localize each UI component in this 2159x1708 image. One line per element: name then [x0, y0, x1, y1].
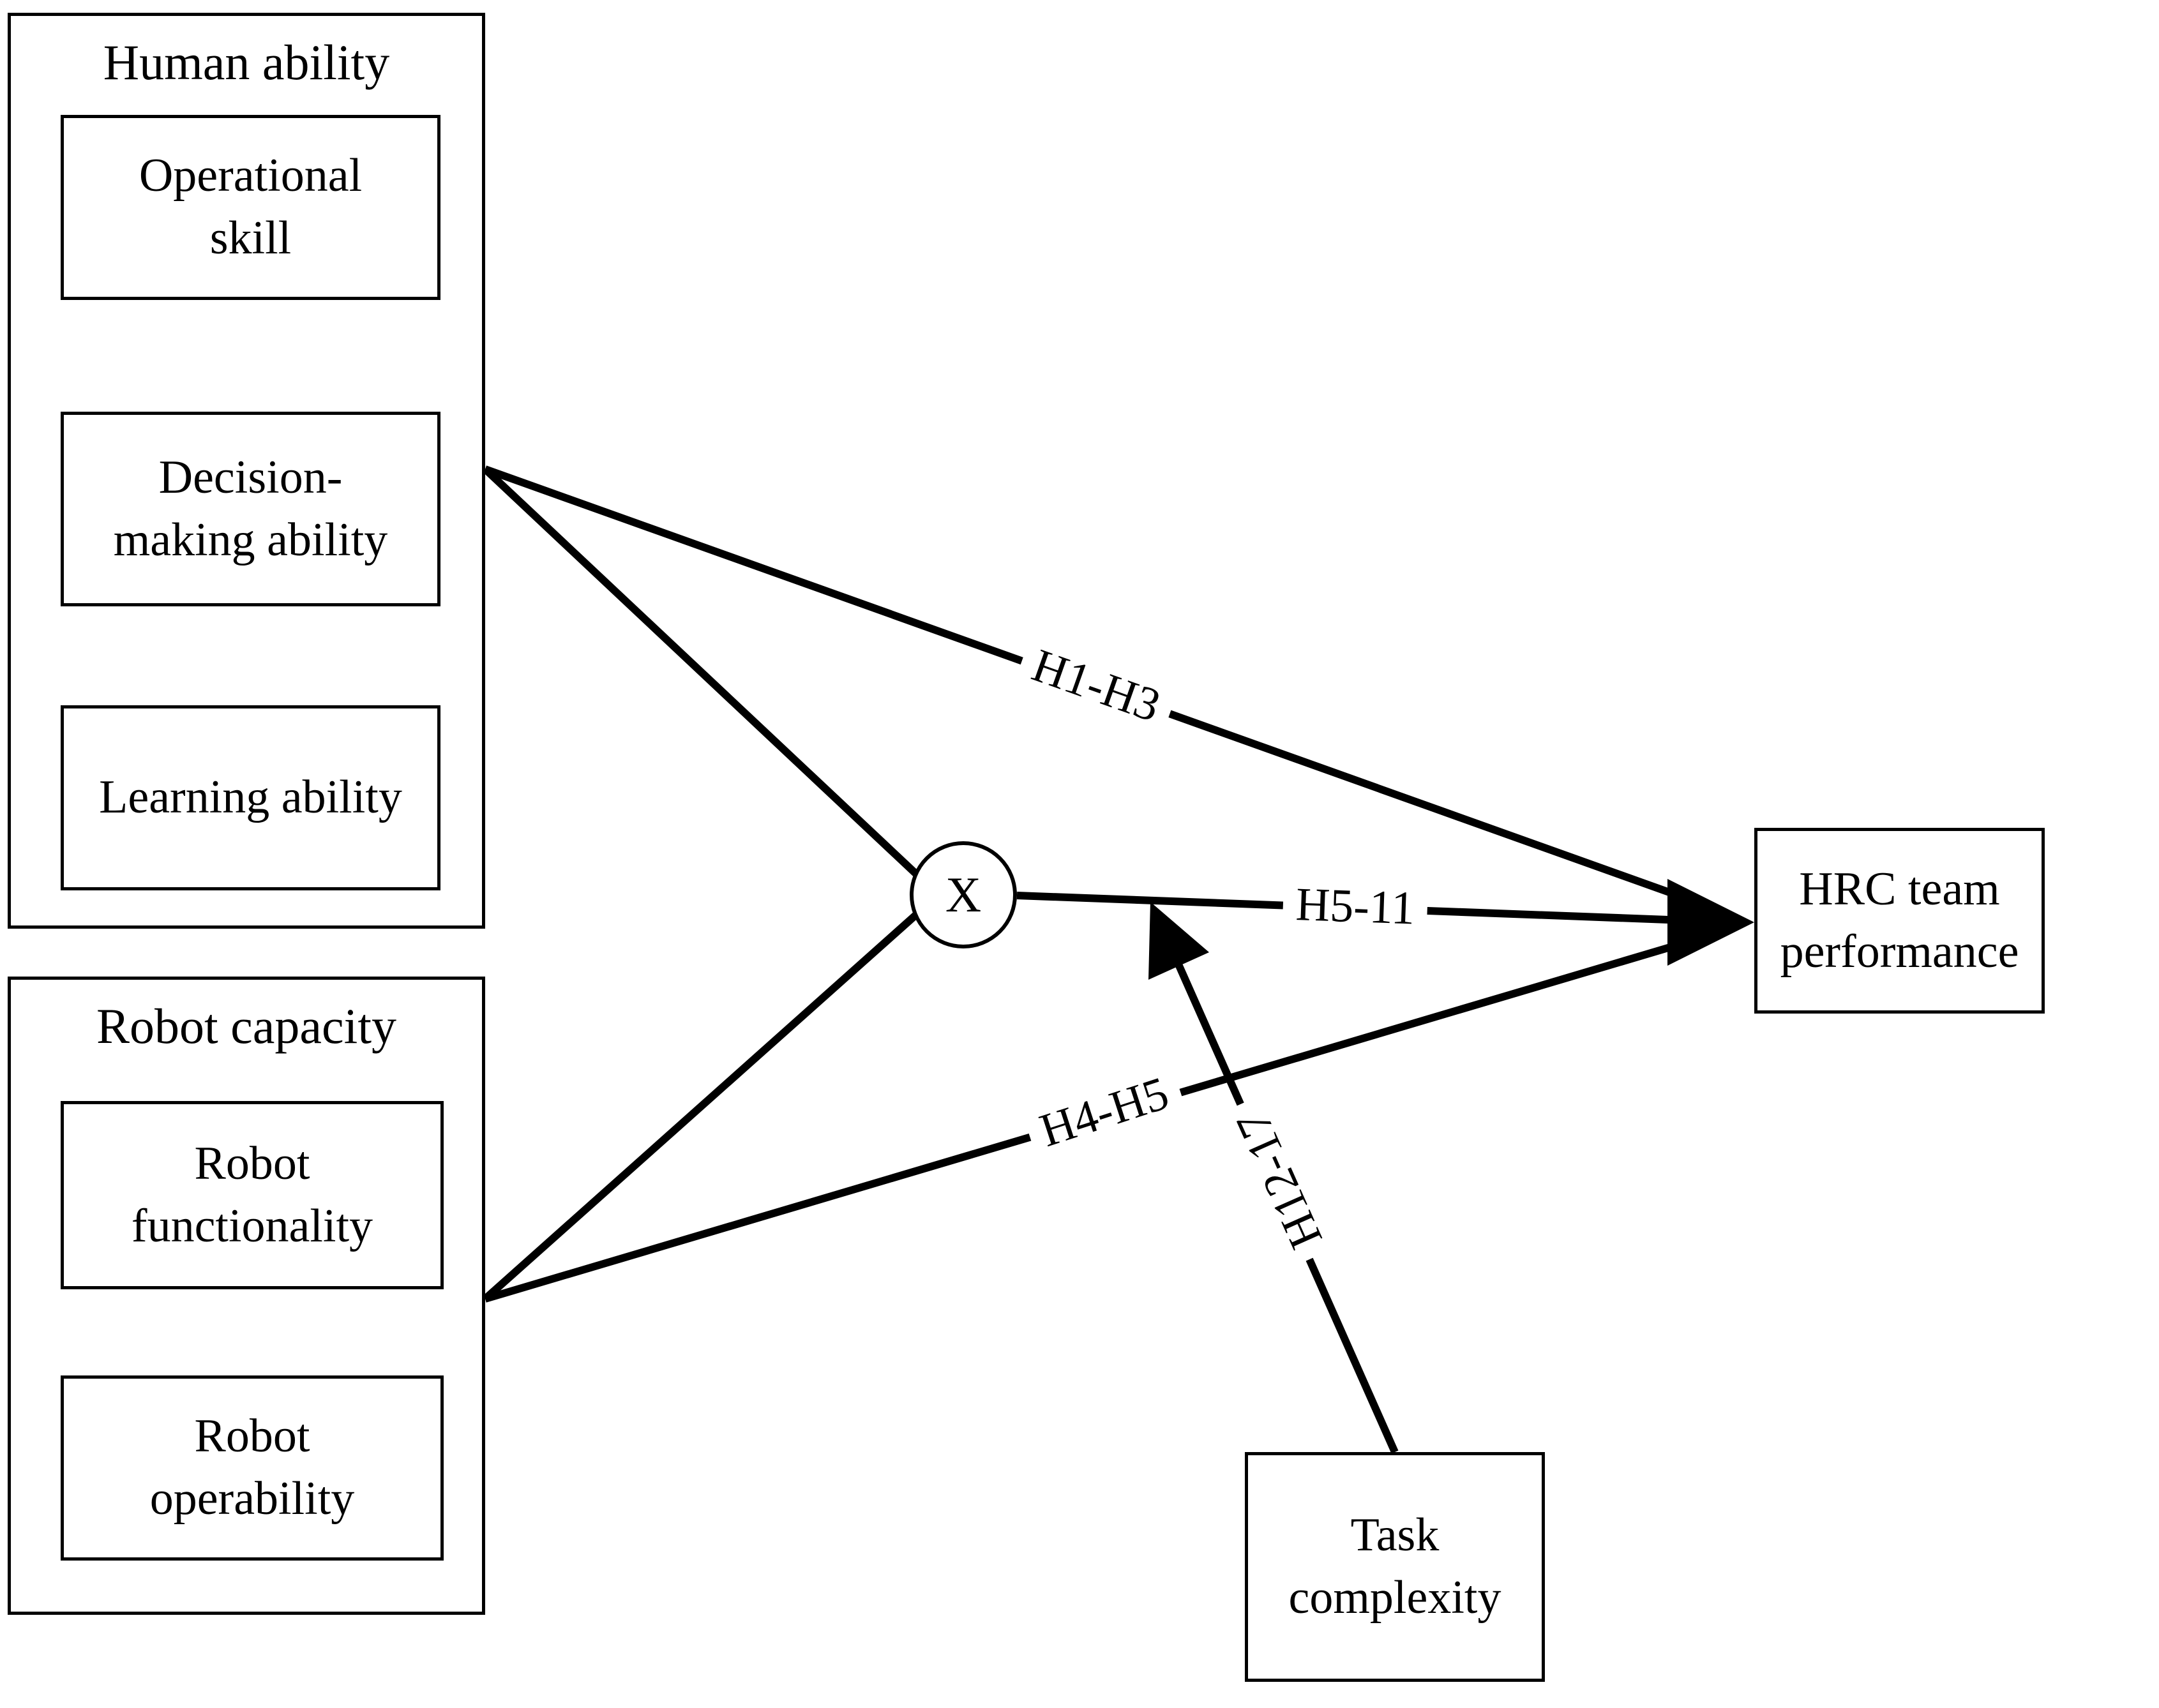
- human-ability-title: Human ability: [103, 34, 390, 90]
- task-complexity-box: Task complexity: [1245, 1452, 1545, 1682]
- robot-functionality-box: Robot functionality: [61, 1101, 444, 1289]
- task-complexity-label: Task complexity: [1288, 1509, 1501, 1624]
- human-to-interaction-line: [482, 466, 942, 898]
- robot-capacity-title: Robot capacity: [96, 998, 397, 1054]
- hrc-arrowhead: [1667, 879, 1754, 966]
- decision-making-ability-label: Decision- making ability: [113, 451, 388, 566]
- learning-ability-box: Learning ability: [61, 705, 440, 890]
- h5-11-path-label: H5-11: [1282, 877, 1429, 937]
- learning-ability-label: Learning ability: [99, 771, 402, 824]
- robot-to-interaction-line: [483, 892, 941, 1302]
- robot-operability-label: Robot operability: [149, 1410, 355, 1525]
- hrc-team-performance-box: HRC team performance: [1754, 828, 2045, 1014]
- robot-operability-box: Robot operability: [61, 1375, 444, 1561]
- operational-skill-label: Operational skill: [139, 149, 363, 264]
- decision-making-ability-box: Decision- making ability: [61, 412, 440, 606]
- hrc-team-performance-label: HRC team performance: [1780, 862, 2019, 978]
- human-ability-group-box: Human ability Operational skill Decision…: [8, 13, 485, 929]
- operational-skill-box: Operational skill: [61, 115, 440, 300]
- task-arrowhead: [1148, 902, 1209, 980]
- robot-functionality-label: Robot functionality: [131, 1137, 373, 1252]
- robot-capacity-group-box: Robot capacity Robot functionality Robot…: [8, 977, 485, 1615]
- interaction-circle: X: [910, 841, 1017, 948]
- interaction-x-symbol: X: [945, 867, 982, 922]
